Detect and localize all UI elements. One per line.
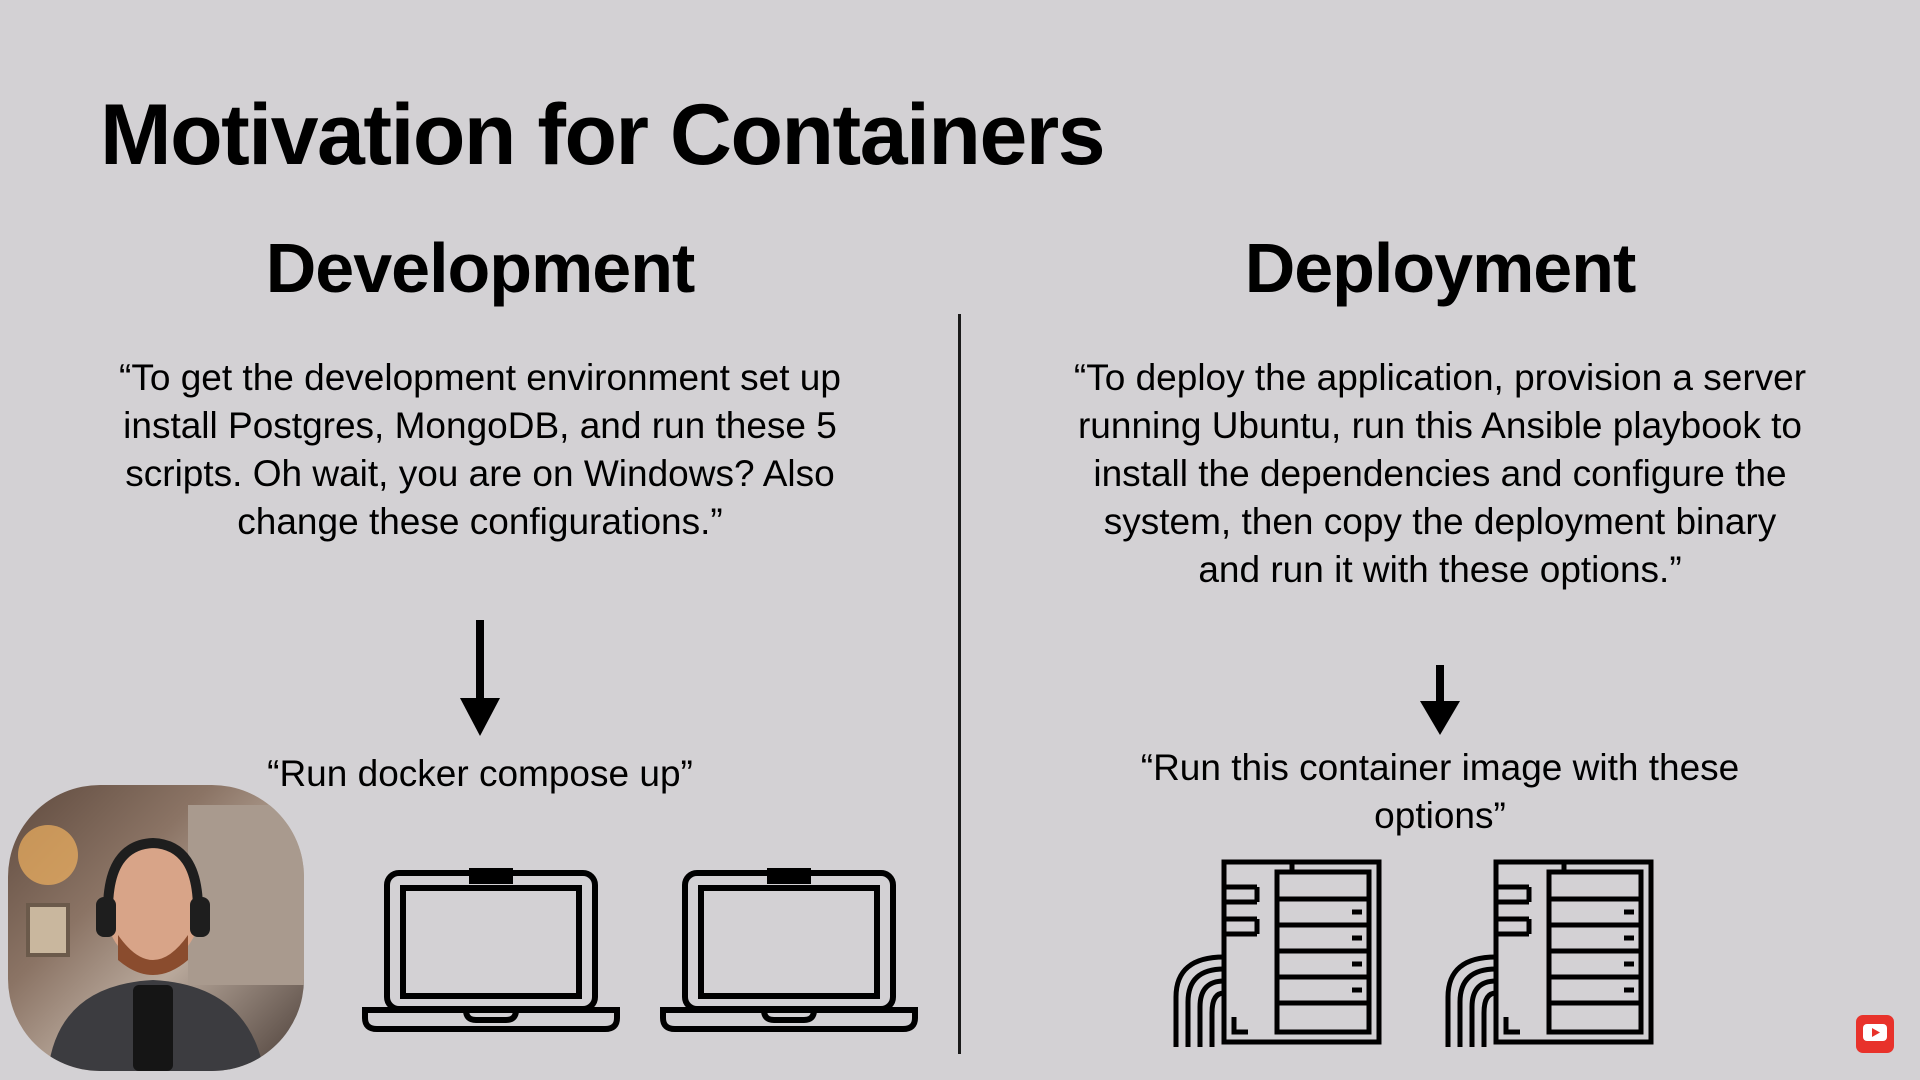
presenter-webcam	[8, 785, 304, 1071]
server-icon	[1173, 859, 1382, 1047]
slide-title: Motivation for Containers	[100, 87, 1106, 183]
laptop-icon	[362, 868, 620, 1032]
deployment-heading: Deployment	[1244, 229, 1637, 307]
server-icon	[1445, 859, 1654, 1047]
youtube-subscribe-icon[interactable]	[1856, 1015, 1894, 1053]
presenter-silhouette	[18, 805, 304, 1071]
down-arrow-icon	[1420, 665, 1460, 735]
deployment-quote: “To deploy the application, provision a …	[1073, 357, 1807, 590]
column-divider	[958, 314, 961, 1054]
development-heading: Development	[265, 229, 696, 307]
development-result: “Run docker compose up”	[267, 753, 693, 794]
laptop-icon	[660, 868, 918, 1032]
down-arrow-icon	[460, 620, 500, 736]
play-icon	[1863, 1024, 1887, 1041]
development-quote: “To get the development environment set …	[119, 357, 841, 542]
deployment-result: “Run this container image with these opt…	[1140, 747, 1740, 836]
